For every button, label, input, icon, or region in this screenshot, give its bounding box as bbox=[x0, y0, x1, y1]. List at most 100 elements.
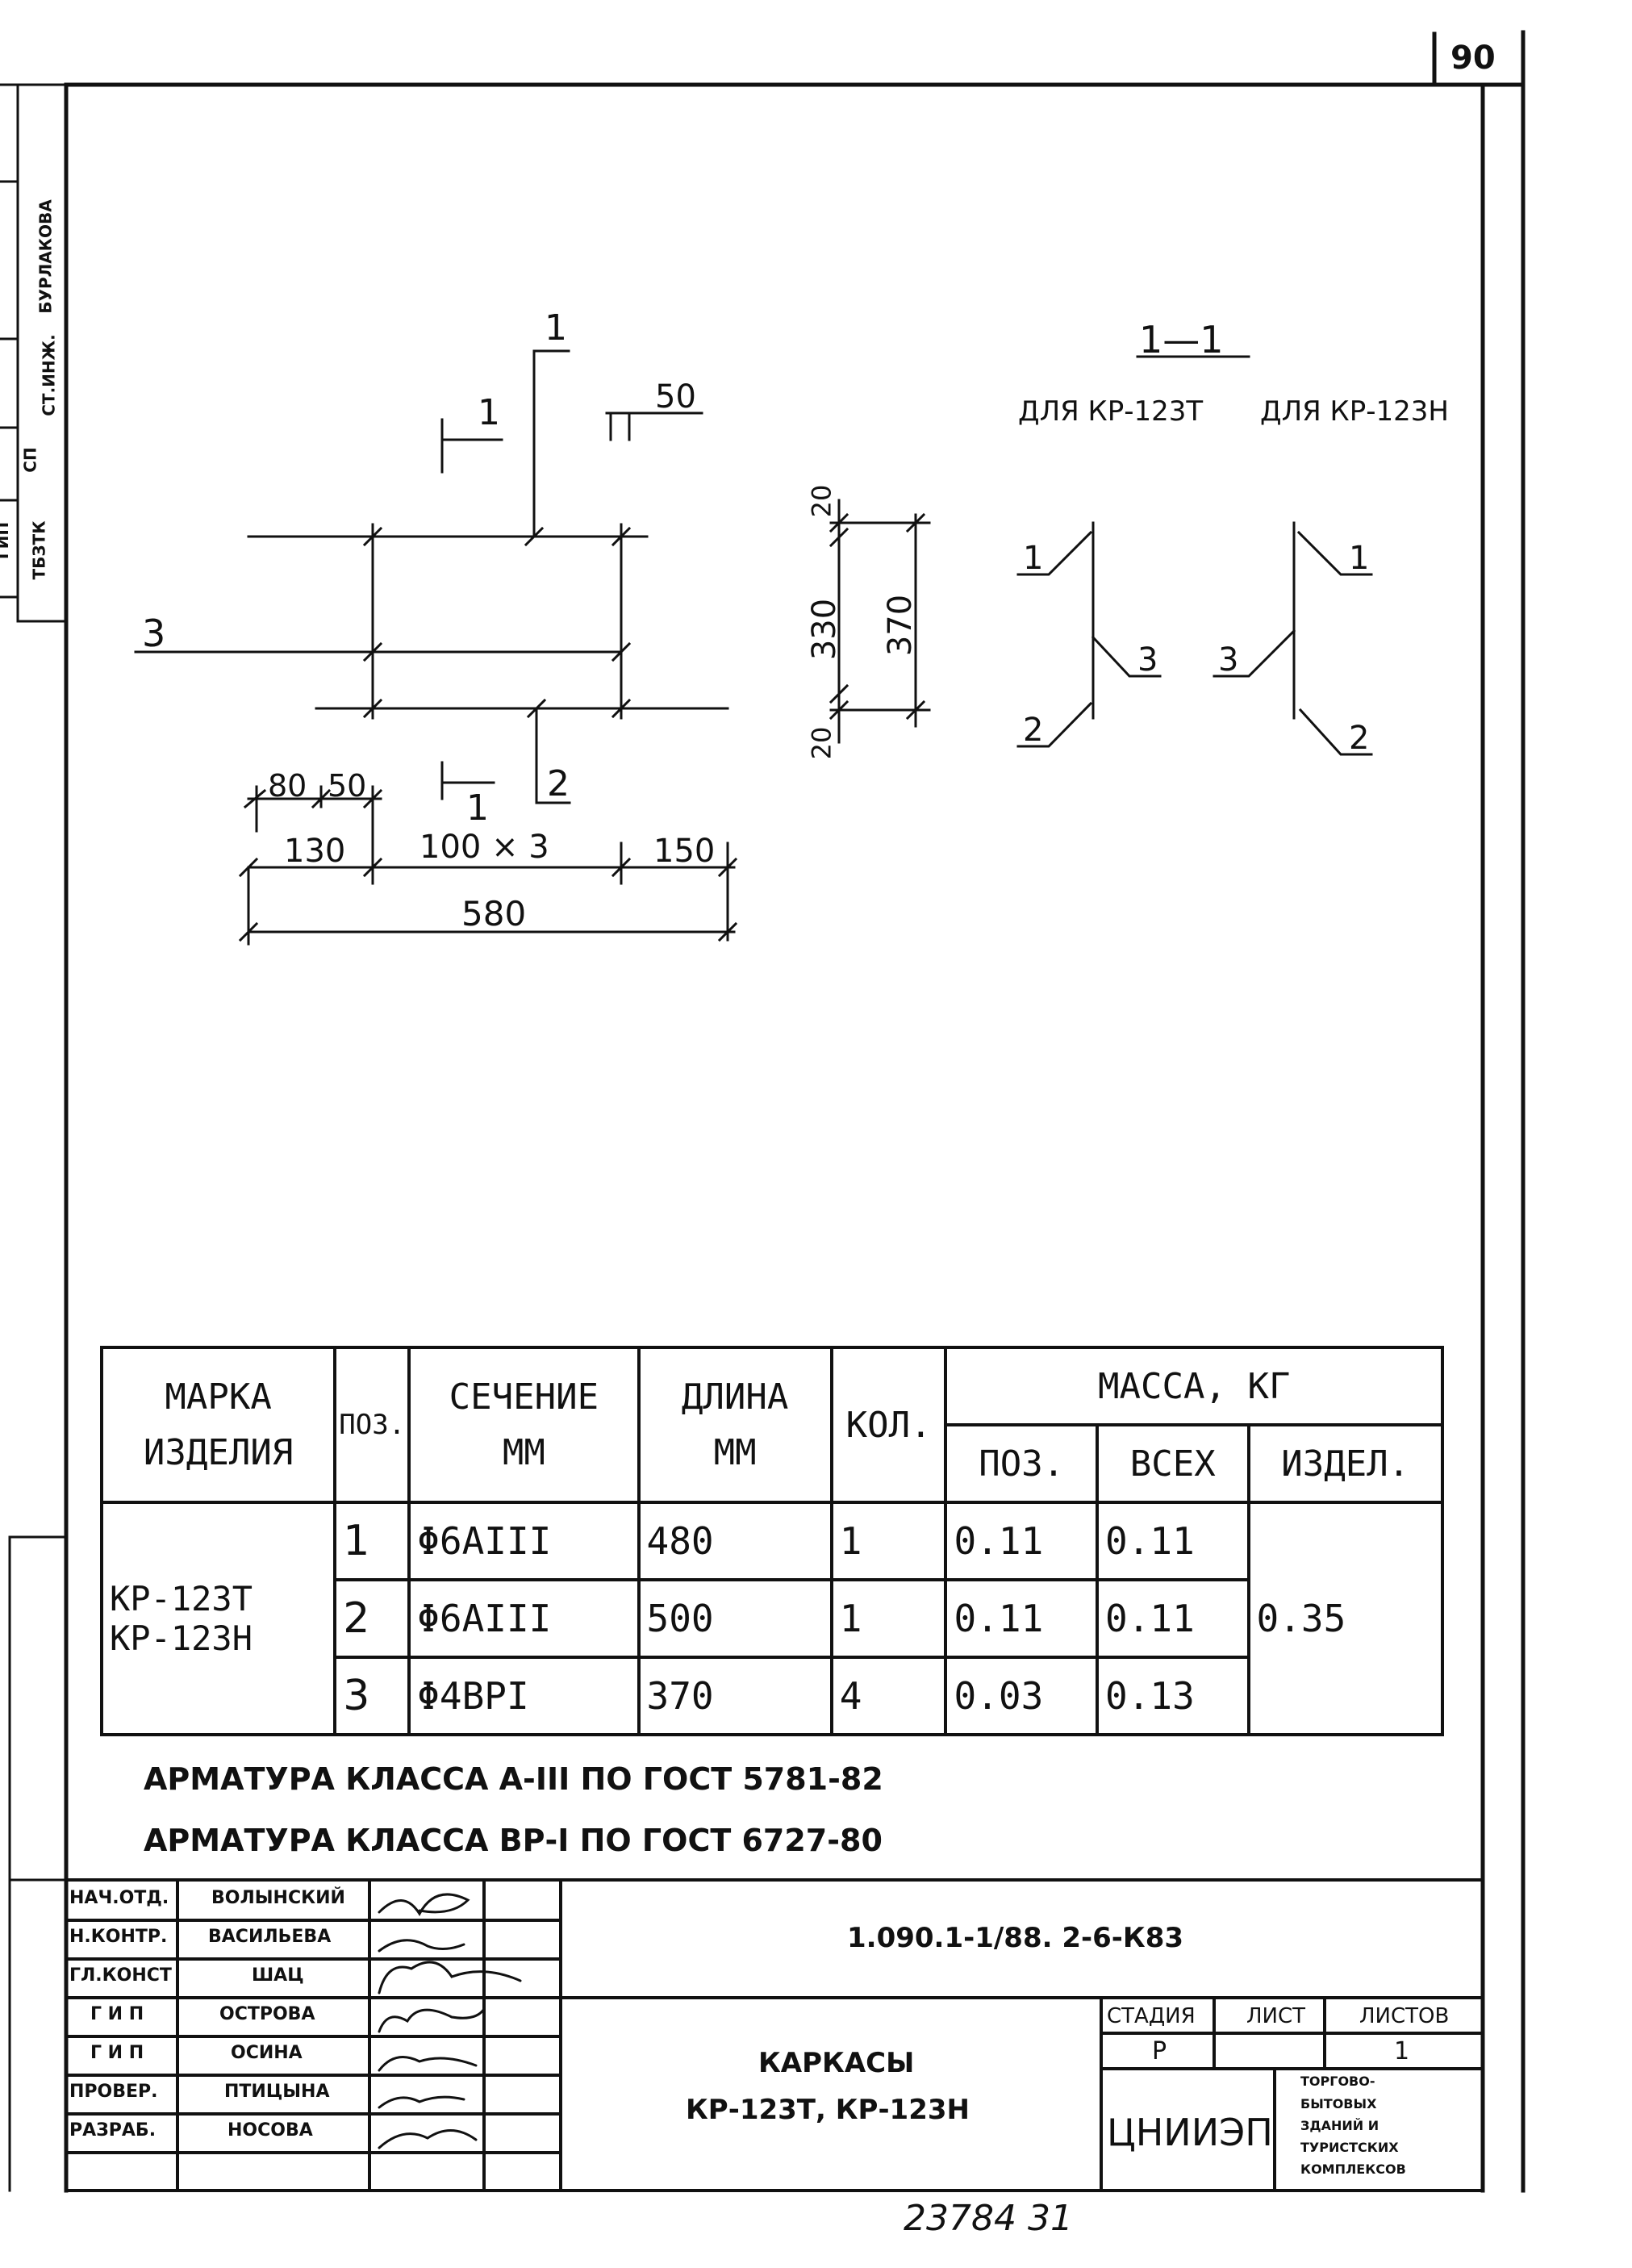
row-qty: 1 bbox=[829, 1501, 948, 1581]
section-t-pos2: 2 bbox=[1023, 712, 1044, 749]
row-length: 370 bbox=[637, 1656, 833, 1736]
row-length: 500 bbox=[637, 1578, 833, 1659]
row-mass-pos: 0.11 bbox=[944, 1501, 1099, 1581]
header-length: ДЛИНА ММ bbox=[637, 1346, 833, 1504]
row-pos: 3 bbox=[333, 1656, 411, 1736]
mark-cell: КР-123Т КР-123Н bbox=[99, 1501, 337, 1736]
organization-subtitle: ЗДАНИЙ И bbox=[1300, 2118, 1379, 2133]
header-qty: КОЛ. bbox=[829, 1346, 948, 1504]
organization-name: ЦНИИЭП bbox=[1107, 2111, 1273, 2154]
signature-name: ПТИЦЫНА bbox=[224, 2082, 330, 2102]
signature-role: ГЛ.КОНСТ bbox=[69, 1965, 172, 1986]
header-length-line1: ДЛИНА bbox=[681, 1376, 789, 1418]
row-qty: 1 bbox=[829, 1578, 948, 1659]
position-label-1: 1 bbox=[545, 307, 567, 349]
table-row: КР-123Т КР-123Н 1 Φ6AIII 480 1 0.11 0.11… bbox=[99, 1501, 1445, 1736]
header-pos: ПОЗ. bbox=[333, 1346, 411, 1504]
dim-50: 50 bbox=[328, 768, 367, 804]
sheet-label: ЛИСТ bbox=[1246, 2004, 1306, 2028]
header-section: СЕЧЕНИЕ ММ bbox=[407, 1346, 641, 1504]
header-length-line2: ММ bbox=[713, 1432, 757, 1473]
signature-role: НАЧ.ОТД. bbox=[69, 1888, 169, 1908]
row-section: Φ4BPI bbox=[407, 1656, 641, 1736]
table-row: 3 Φ4BPI 370 4 0.03 0.13 bbox=[102, 1656, 1442, 1736]
signature-name: НОСОВА bbox=[227, 2120, 313, 2141]
section-t-pos3: 3 bbox=[1137, 641, 1158, 679]
section-view bbox=[829, 355, 1373, 756]
row-mass-pos: 0.11 bbox=[944, 1578, 1099, 1659]
drawing-title-line1: КАРКАСЫ bbox=[758, 2047, 915, 2079]
drawing-title-line2: КР-123Т, КР-123Н bbox=[686, 2094, 970, 2126]
mark-line1: КР-123Т bbox=[110, 1579, 253, 1619]
signature-role: Н.КОНТР. bbox=[69, 1927, 168, 1947]
note-line: АРМАТУРА КЛАССА ВР-I ПО ГОСТ 6727-80 bbox=[144, 1823, 883, 1858]
section-t-pos1: 1 bbox=[1023, 540, 1044, 577]
document-code: 1.090.1-1/88. 2-6-К83 bbox=[847, 1922, 1184, 1954]
section-mark-bottom: 1 bbox=[466, 787, 489, 829]
sheet-frame bbox=[64, 82, 1485, 2193]
dim-chain-2 bbox=[247, 842, 736, 942]
organization-subtitle: БЫТОВЫХ bbox=[1300, 2096, 1377, 2111]
header-mark-line2: ИЗДЕЛИЯ bbox=[143, 1432, 294, 1473]
signature-role: Г И П bbox=[90, 2004, 144, 2024]
header-mass: МАССА, КГ bbox=[944, 1346, 1444, 1426]
section-n-pos1: 1 bbox=[1349, 540, 1370, 577]
sheet-number-box bbox=[1432, 30, 1526, 2193]
row-qty: 4 bbox=[829, 1656, 948, 1736]
header-mark: МАРКА ИЗДЕЛИЯ bbox=[99, 1346, 337, 1504]
row-mass-all: 0.11 bbox=[1096, 1501, 1250, 1581]
signature-role: Г И П bbox=[90, 2043, 144, 2063]
position-label-2: 2 bbox=[547, 763, 570, 804]
dim-20-top: 20 bbox=[806, 484, 837, 518]
organization-subtitle: ТУРИСТСКИХ bbox=[1300, 2140, 1399, 2155]
organization-subtitle: ТОРГОВО- bbox=[1300, 2074, 1375, 2089]
section-label-kr123n: ДЛЯ КР-123Н bbox=[1260, 395, 1449, 428]
signature-role: РАЗРАБ. bbox=[69, 2120, 157, 2141]
side-stamp-frame bbox=[0, 83, 68, 623]
dim-130: 130 bbox=[284, 833, 346, 870]
header-section-line1: СЕЧЕНИЕ bbox=[449, 1376, 599, 1418]
header-section-line2: ММ bbox=[502, 1432, 545, 1473]
header-mass-pos: ПОЗ. bbox=[944, 1423, 1099, 1504]
stage-value: Р bbox=[1152, 2037, 1167, 2065]
dim-370: 370 bbox=[882, 594, 920, 657]
signature-name: ВОЛЫНСКИЙ bbox=[211, 1888, 345, 1908]
row-mass-all: 0.13 bbox=[1096, 1656, 1250, 1736]
dim-80: 80 bbox=[268, 768, 307, 804]
header-mass-item: ИЗДЕЛ. bbox=[1246, 1423, 1445, 1504]
dim-20-bottom: 20 bbox=[806, 726, 837, 760]
organization-subtitle: КОМПЛЕКСОВ bbox=[1300, 2161, 1406, 2177]
row-mass-pos: 0.03 bbox=[944, 1656, 1099, 1736]
row-pos: 2 bbox=[333, 1578, 411, 1659]
mark-line2: КР-123Н bbox=[110, 1619, 253, 1658]
side-stamp-label: ТБЗТК bbox=[29, 520, 49, 580]
specification-table: МАРКА ИЗДЕЛИЯ ПОЗ. СЕЧЕНИЕ ММ ДЛИНА ММ К… bbox=[99, 1346, 1445, 1736]
stage-label: СТАДИЯ bbox=[1107, 2004, 1196, 2028]
dim-330: 330 bbox=[806, 598, 844, 661]
signature-name: ВАСИЛЬЕВА bbox=[208, 1927, 332, 1947]
title-block-lines bbox=[65, 1878, 1484, 2192]
signature-role: ПРОВЕР. bbox=[69, 2082, 158, 2102]
row-section: Φ6AIII bbox=[407, 1501, 641, 1581]
sheets-label: ЛИСТОВ bbox=[1359, 2004, 1450, 2028]
dim-150: 150 bbox=[653, 833, 716, 870]
item-mass: 0.35 bbox=[1246, 1501, 1445, 1736]
note-line: АРМАТУРА КЛАССА А-III ПО ГОСТ 5781-82 bbox=[144, 1761, 883, 1797]
row-length: 480 bbox=[637, 1501, 833, 1581]
section-title: 1—1 bbox=[1139, 318, 1224, 361]
dim-580: 580 bbox=[461, 894, 527, 934]
row-mass-all: 0.11 bbox=[1096, 1578, 1250, 1659]
section-mark-top: 1 bbox=[478, 392, 500, 433]
row-section: Φ6AIII bbox=[407, 1578, 641, 1659]
dim-100x3: 100 × 3 bbox=[419, 829, 549, 866]
dim-50-top: 50 bbox=[655, 378, 696, 416]
signature-name: ОСИНА bbox=[231, 2043, 303, 2063]
position-label-3: 3 bbox=[142, 612, 166, 655]
sheet-number: 90 bbox=[1450, 40, 1496, 77]
row-pos: 1 bbox=[333, 1501, 411, 1581]
side-stamp-label: СТ.ИНЖ. bbox=[39, 334, 59, 416]
side-stamp-label: ГИП bbox=[0, 521, 13, 560]
side-stamp-label: БУРЛАКОВА bbox=[35, 199, 56, 314]
section-n-pos2: 2 bbox=[1349, 720, 1370, 757]
side-stamp-label: СП bbox=[20, 447, 40, 473]
